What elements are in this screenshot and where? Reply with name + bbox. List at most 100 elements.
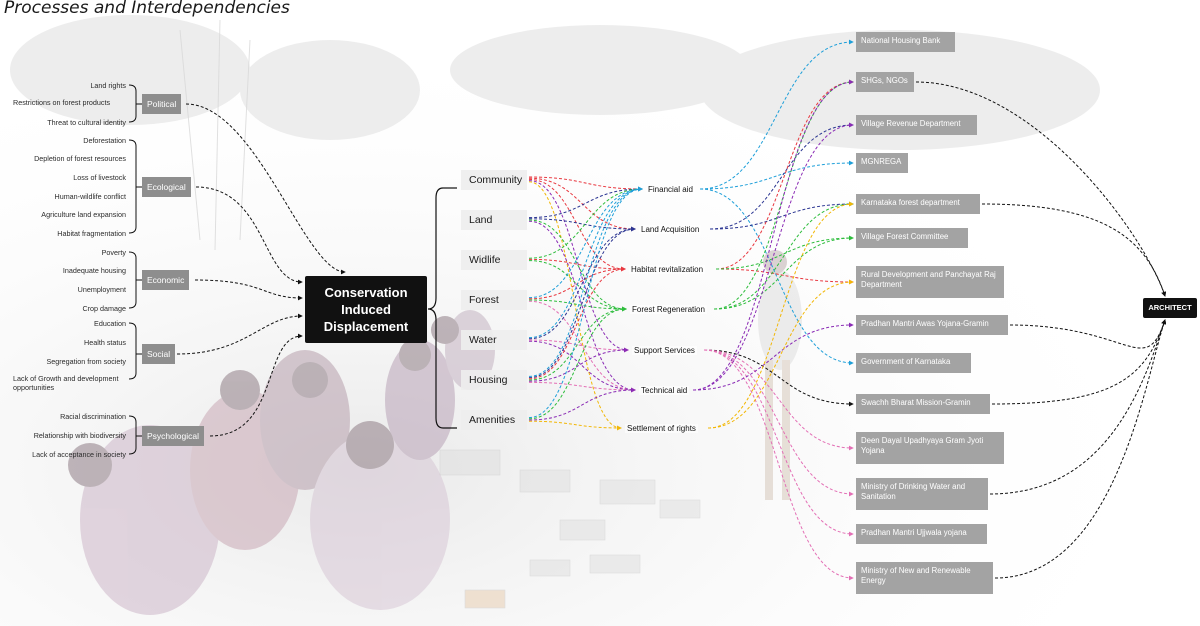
agency-box: Village Revenue Department bbox=[856, 115, 977, 135]
issue-community: Community bbox=[461, 170, 527, 190]
cause-item: Deforestation bbox=[83, 135, 126, 145]
cause-bracket bbox=[128, 251, 137, 309]
cause-item: Depletion of forest resources bbox=[34, 153, 126, 163]
issue-to-action-link bbox=[528, 339, 629, 353]
issue-to-action-link bbox=[528, 340, 636, 393]
issue-to-action-link bbox=[528, 218, 636, 232]
issue-widlife: Widlife bbox=[461, 250, 527, 270]
issue-to-action-link bbox=[528, 266, 626, 380]
cause-item: Land rights bbox=[90, 80, 126, 90]
agency-box: Village Forest Committee bbox=[856, 228, 968, 248]
issue-water: Water bbox=[461, 330, 527, 350]
issue-to-action-link bbox=[528, 219, 627, 312]
page-title: Processes and Interdependencies bbox=[4, 0, 290, 18]
agency-box: Ministry of Drinking Water and Sanitatio… bbox=[856, 478, 988, 510]
action-technical-aid: Technical aid bbox=[639, 386, 690, 395]
cause-item: Crop damage bbox=[82, 303, 126, 313]
cause-item: Lack of acceptance in society bbox=[32, 449, 126, 459]
action-to-agency-link bbox=[713, 79, 854, 310]
issue-to-action-link bbox=[528, 186, 643, 339]
category-to-center-link bbox=[209, 333, 303, 437]
action-to-agency-link bbox=[692, 322, 854, 391]
issue-forest: Forest bbox=[461, 290, 527, 310]
action-to-agency-link bbox=[703, 349, 854, 581]
agency-box: Pradhan Mantri Ujjwala yojana bbox=[856, 524, 987, 544]
action-to-agency-link bbox=[699, 188, 854, 366]
action-settlement-of-rights: Settlement of rights bbox=[625, 424, 698, 433]
issue-to-action-link bbox=[528, 258, 626, 272]
agency-box: Karnataka forest department bbox=[856, 194, 980, 214]
action-to-agency-link bbox=[703, 349, 854, 497]
action-to-agency-link bbox=[707, 279, 854, 429]
issue-to-action-link bbox=[528, 300, 636, 393]
action-to-agency-link bbox=[692, 122, 854, 391]
category-to-center-link bbox=[194, 279, 303, 301]
issue-to-action-link bbox=[528, 420, 622, 431]
cause-item: Segregation from society bbox=[46, 356, 126, 366]
category-ecological: Ecological bbox=[142, 177, 191, 197]
issue-to-action-link bbox=[528, 381, 636, 393]
issue-to-action-link bbox=[528, 181, 622, 431]
cause-bracket bbox=[128, 415, 137, 455]
issue-to-action-link bbox=[528, 387, 636, 421]
action-to-agency-link bbox=[703, 349, 854, 537]
issue-to-action-link bbox=[528, 178, 626, 272]
agency-to-architect-link bbox=[1009, 319, 1167, 349]
cause-item: Health status bbox=[84, 337, 126, 347]
action-to-agency-link bbox=[703, 349, 854, 407]
cause-bracket bbox=[128, 322, 137, 380]
issue-to-action-link bbox=[528, 306, 627, 420]
issue-to-action-link bbox=[528, 177, 636, 232]
issue-to-action-link bbox=[528, 180, 629, 353]
issue-to-action-link bbox=[528, 176, 643, 192]
agency-box: Pradhan Mantri Awas Yojana-Gramin bbox=[856, 315, 1008, 335]
action-to-agency-link bbox=[709, 122, 854, 230]
issue-to-action-link bbox=[528, 347, 629, 382]
action-to-agency-link bbox=[715, 268, 854, 285]
category-to-center-link bbox=[195, 186, 303, 285]
cause-item: Threat to cultural identity bbox=[47, 117, 126, 127]
action-financial-aid: Financial aid bbox=[646, 185, 695, 194]
issue-housing: Housing bbox=[461, 370, 527, 390]
agency-box: SHGs, NGOs bbox=[856, 72, 914, 92]
issues-brace bbox=[427, 187, 457, 429]
agency-box: National Housing Bank bbox=[856, 32, 955, 52]
category-economic: Economic bbox=[142, 270, 190, 290]
cause-item: Restrictions on forest products bbox=[13, 98, 111, 107]
cause-item: Racial discrimination bbox=[60, 411, 126, 421]
action-to-agency-link bbox=[709, 201, 854, 230]
issue-to-action-link bbox=[528, 186, 643, 219]
issue-to-action-link bbox=[528, 186, 643, 259]
action-to-agency-link bbox=[699, 39, 854, 190]
agency-box: Deen Dayal Upadhyaya Gram Jyoti Yojana bbox=[856, 432, 1004, 464]
agency-box: Rural Development and Panchayat Raj Depa… bbox=[856, 266, 1004, 298]
category-to-center-link bbox=[176, 313, 303, 355]
cause-item: Education bbox=[94, 318, 126, 328]
issue-to-action-link bbox=[528, 306, 627, 381]
cause-item: Unemployment bbox=[77, 284, 126, 294]
agency-to-architect-link bbox=[994, 319, 1167, 579]
central-node: Conservation Induced Displacement bbox=[305, 276, 427, 343]
issue-to-action-link bbox=[528, 186, 643, 299]
issue-land: Land bbox=[461, 210, 527, 230]
action-forest-regeneration: Forest Regeneration bbox=[630, 305, 707, 314]
issue-to-action-link bbox=[528, 226, 636, 340]
action-to-agency-link bbox=[703, 349, 854, 451]
central-node-line: Displacement bbox=[323, 319, 409, 334]
agency-to-architect-link bbox=[991, 319, 1167, 405]
agency-to-architect-link bbox=[989, 319, 1167, 495]
action-to-agency-link bbox=[692, 79, 854, 391]
category-social: Social bbox=[142, 344, 176, 364]
action-to-agency-link bbox=[707, 201, 854, 429]
agency-box: MGNREGA bbox=[856, 153, 908, 173]
category-psychological: Psychological bbox=[142, 426, 204, 446]
cause-item: Loss of livestock bbox=[73, 172, 126, 182]
category-to-center-link bbox=[185, 103, 346, 275]
architect-node: ARCHITECT bbox=[1143, 298, 1197, 318]
action-support-services: Support Services bbox=[632, 346, 697, 355]
cause-item: Poverty bbox=[101, 247, 126, 257]
cause-item: Inadequate housing bbox=[62, 265, 126, 275]
action-to-agency-link bbox=[713, 235, 854, 310]
